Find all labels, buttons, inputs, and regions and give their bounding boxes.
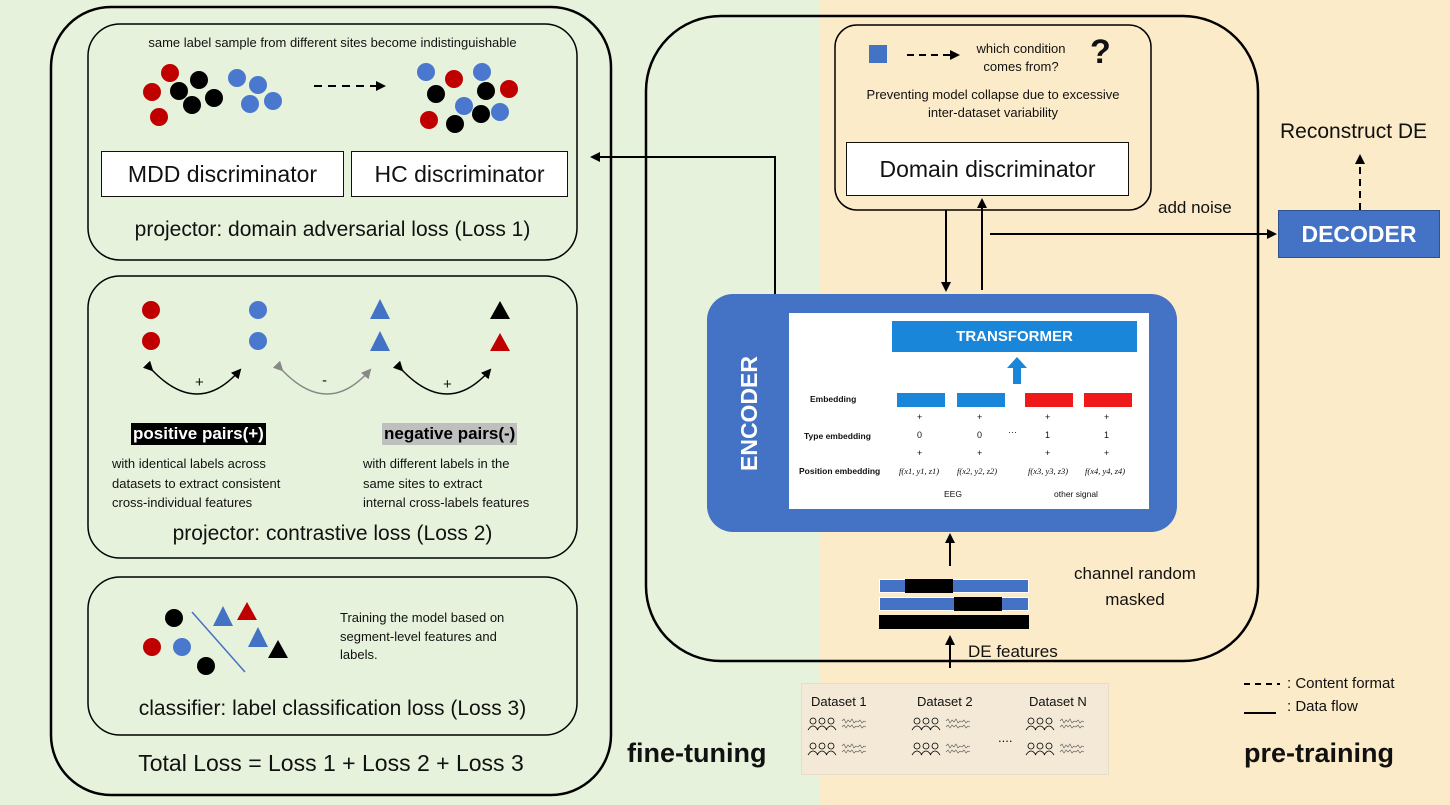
other-embedding-block-2 — [1084, 393, 1132, 407]
legend-solid-label: : Data flow — [1287, 698, 1358, 715]
total-loss: Total Loss = Loss 1 + Loss 2 + Loss 3 — [138, 750, 524, 776]
embedding-row-label: Embedding — [810, 394, 857, 404]
sample-square-icon — [869, 45, 887, 63]
positive-pairs-title: positive pairs(+) — [131, 423, 266, 445]
model-container — [644, 14, 1260, 663]
domain-discriminator-box: Domain discriminator — [846, 142, 1129, 196]
type-embedding-row-label: Type embedding — [804, 431, 871, 441]
classifier-panel — [87, 576, 578, 736]
channel-masked-label: channel random masked — [1074, 564, 1196, 609]
classifier-desc: Training the model based on segment-leve… — [340, 610, 505, 662]
datasets-ellipsis: .... — [998, 730, 1013, 745]
domain-question: which condition comes from? — [976, 41, 1066, 74]
mdd-discriminator-label: MDD discriminator — [127, 160, 318, 187]
hc-discriminator-box: HC discriminator — [351, 151, 568, 197]
transformer-label: TRANSFORMER — [956, 328, 1073, 345]
datasets-panel — [801, 683, 1109, 775]
other-signal-label: other signal — [1054, 489, 1098, 499]
de-features-label: DE features — [968, 642, 1058, 661]
loss3-label: classifier: label classification loss (L… — [138, 697, 527, 720]
eeg-embedding-block-2 — [957, 393, 1005, 407]
dataset-n-label: Dataset N — [1029, 694, 1087, 709]
domain-note: Preventing model collapse due to excessi… — [866, 87, 1120, 120]
other-embedding-block-1 — [1025, 393, 1073, 407]
mdd-discriminator-box: MDD discriminator — [101, 151, 344, 197]
fine-tuning-container — [49, 5, 613, 797]
domain-discriminator-label: Domain discriminator — [879, 155, 1096, 182]
positive-sign: + — [195, 374, 204, 391]
pre-training-label: pre-training — [1244, 738, 1395, 768]
domain-panel — [834, 24, 1152, 211]
decoder-box: DECODER — [1278, 210, 1440, 258]
legend-dashed-label: : Content format — [1287, 675, 1395, 692]
loss2-label: projector: contrastive loss (Loss 2) — [172, 522, 493, 545]
hc-discriminator-label: HC discriminator — [374, 160, 545, 187]
positive-sign-2: + — [443, 376, 452, 393]
decoder-label: DECODER — [1301, 220, 1417, 247]
dataset-1-label: Dataset 1 — [811, 694, 867, 709]
add-noise-label: add noise — [1158, 198, 1232, 217]
reconstruct-de-label: Reconstruct DE — [1280, 120, 1428, 143]
eeg-label: EEG — [944, 489, 962, 499]
people-icon — [807, 717, 1055, 756]
dataset-2-label: Dataset 2 — [917, 694, 973, 709]
transformer-box: TRANSFORMER — [892, 321, 1137, 352]
position-embedding-row-label: Position embedding — [799, 466, 881, 476]
negative-sign: - — [322, 372, 327, 389]
adversarial-panel — [87, 23, 578, 261]
negative-pairs-title: negative pairs(-) — [382, 423, 518, 445]
contrastive-panel — [87, 275, 578, 559]
positive-pairs-desc: with identical labels across datasets to… — [112, 456, 281, 510]
eeg-embedding-block-1 — [897, 393, 945, 407]
question-mark-icon: ? — [1090, 33, 1111, 71]
negative-pairs-desc: with different labels in the same sites … — [363, 456, 530, 510]
loss1-label: projector: domain adversarial loss (Loss… — [134, 218, 531, 241]
fine-tuning-background — [0, 0, 820, 805]
fine-tuning-label: fine-tuning — [627, 738, 767, 768]
adversarial-caption: same label sample from different sites b… — [148, 35, 517, 50]
